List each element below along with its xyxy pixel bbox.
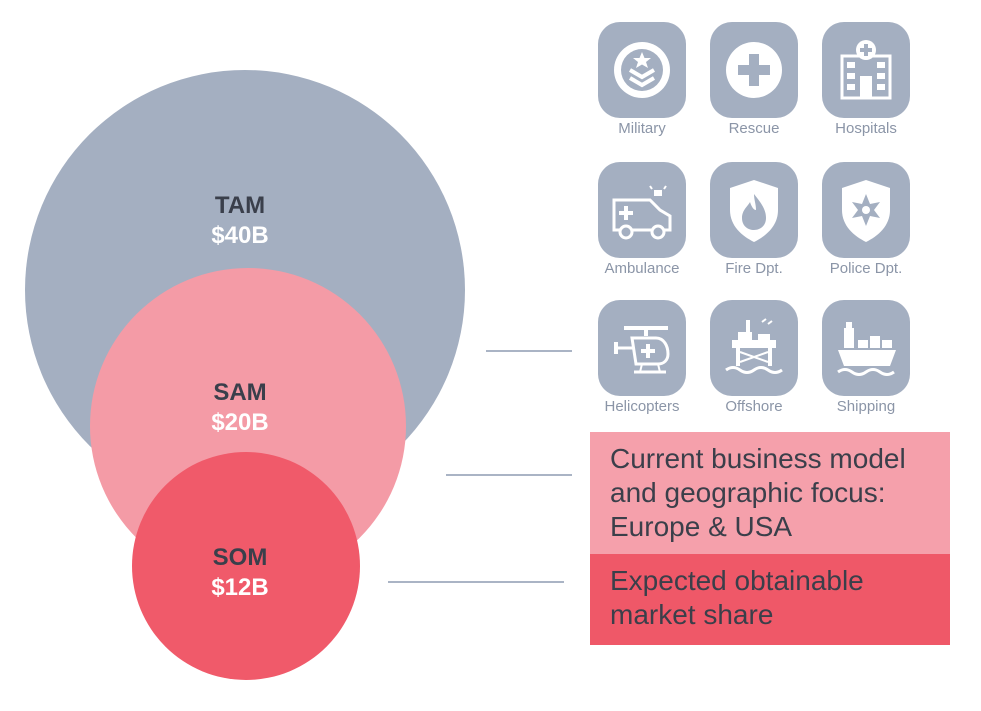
cargo-ship-icon [837, 322, 896, 376]
sam-connector-line [446, 474, 572, 476]
som-connector-line [388, 581, 564, 583]
helicopter-icon [614, 326, 670, 374]
sam-name: SAM [213, 379, 267, 406]
tam-value: $40B [211, 222, 269, 249]
fire-shield-icon [730, 180, 778, 242]
expected-share-text: Expected obtainable market share [610, 565, 864, 630]
som-circle [132, 452, 360, 680]
offshore-rig-icon [725, 318, 783, 374]
current-business-text: Current business model and geographic fo… [610, 443, 906, 542]
icon-card-helicopters: Helicopters [588, 300, 696, 430]
tam-connector-line [486, 350, 572, 352]
current-business-box: Current business model and geographic fo… [590, 432, 950, 554]
icon-label-ambulance: Ambulance [604, 260, 680, 277]
som-label: SOM $12B [140, 543, 340, 603]
tam-label: TAM $40B [140, 191, 340, 251]
icon-card-military: Military [588, 22, 696, 152]
sam-value: $20B [211, 409, 269, 436]
icon-label-rescue: Rescue [728, 120, 780, 137]
medical-cross-icon [726, 42, 782, 98]
tam-name: TAM [214, 192, 266, 219]
icon-card-ambulance: Ambulance [588, 162, 696, 292]
icon-card-fire-dpt: Fire Dpt. [700, 162, 808, 292]
police-shield-icon [842, 180, 890, 242]
icon-card-hospitals: Hospitals [812, 22, 920, 152]
icon-card-offshore: Offshore [700, 300, 808, 430]
icon-card-rescue: Rescue [700, 22, 808, 152]
hospital-building-icon [840, 40, 892, 100]
ambulance-icon [612, 185, 672, 240]
icon-label-police-dpt: Police Dpt. [829, 260, 903, 277]
icon-card-police-dpt: Police Dpt. [812, 162, 920, 292]
sam-label: SAM $20B [140, 378, 340, 438]
som-name: SOM [212, 544, 268, 571]
icon-label-helicopters: Helicopters [604, 398, 680, 415]
military-badge-icon [614, 42, 670, 98]
expected-share-box: Expected obtainable market share [590, 554, 950, 645]
icon-label-shipping: Shipping [836, 398, 896, 415]
icon-label-hospitals: Hospitals [835, 120, 897, 137]
icon-card-shipping: Shipping [812, 300, 920, 430]
icon-label-military: Military [618, 120, 666, 137]
icon-label-fire-dpt: Fire Dpt. [725, 260, 783, 277]
icon-label-offshore: Offshore [725, 398, 783, 415]
som-value: $12B [211, 574, 269, 601]
